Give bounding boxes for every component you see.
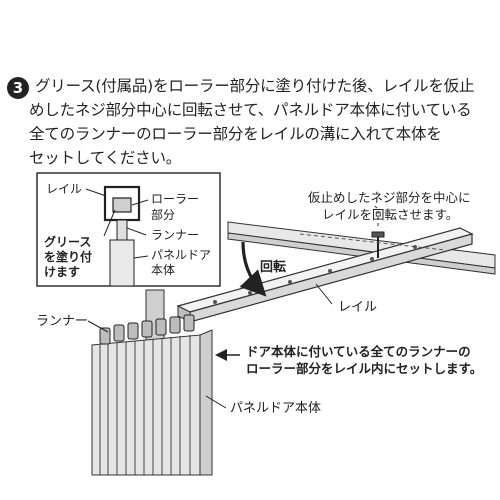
- instruction-line-1: グリース(付属品)をローラー部分に塗り付けた後、レイルを仮止: [35, 77, 475, 95]
- inset-grease-label-1: グリース: [44, 234, 91, 249]
- rail-cross-section: [103, 185, 141, 222]
- runner-stem: [116, 219, 128, 241]
- pivot-leader-line: [371, 205, 379, 226]
- rotate-arrow-icon: [239, 241, 267, 297]
- inset-grease-label-3: けます: [44, 265, 80, 279]
- inset-roller-label-1: ローラー: [151, 192, 199, 206]
- step-instructions: グリース(付属品)をローラー部分に塗り付けた後、レイルを仮止 めしたネジ部分中心…: [29, 74, 495, 170]
- panel-body-label: パネルドア本体: [230, 401, 321, 416]
- inset-runner-label: ランナー: [151, 228, 199, 242]
- inset-roller-label-2: 部分: [151, 207, 175, 222]
- panel-top: [109, 239, 135, 287]
- pivot-screw-icon: [371, 231, 385, 258]
- instruction-line-2: めしたネジ部分中心に回転させて、パネルドア本体に付いている: [29, 101, 472, 119]
- pivot-note-line-1: 仮止めしたネジ部分を中心に: [308, 190, 471, 205]
- pivot-dashed-arc: [299, 233, 446, 251]
- set-note-line-1: ドア本体に付いている全てのランナーの: [246, 344, 471, 359]
- instruction-line-3: 全てのランナーのローラー部分をレイルの溝に入れて本体を: [29, 125, 442, 143]
- inset-panel-label-1: パネルドア: [151, 248, 211, 262]
- step-number-badge: 3: [7, 77, 29, 99]
- instruction-line-4: セットしてください。: [29, 149, 182, 167]
- inset-panel-label-2: 本体: [151, 263, 175, 277]
- rotate-label: 回転: [260, 259, 286, 275]
- runners: [99, 314, 195, 345]
- rail-label: レイル: [338, 300, 377, 315]
- runner-label: ランナー: [36, 314, 88, 329]
- inset-rail-label: レイル: [46, 182, 82, 196]
- inset-grease-label-2: を塗り付: [44, 249, 92, 264]
- pivot-note-line-2: レイルを回転させます。: [322, 207, 458, 222]
- detail-inset: レイル ローラー 部分 ランナー グリース を塗り付 けます パネルドア 本体: [36, 172, 221, 287]
- set-note-line-2: ローラー部分をレイル内にセットします。: [246, 361, 482, 376]
- panel-door: [91, 329, 213, 476]
- roller-icon: [112, 197, 132, 213]
